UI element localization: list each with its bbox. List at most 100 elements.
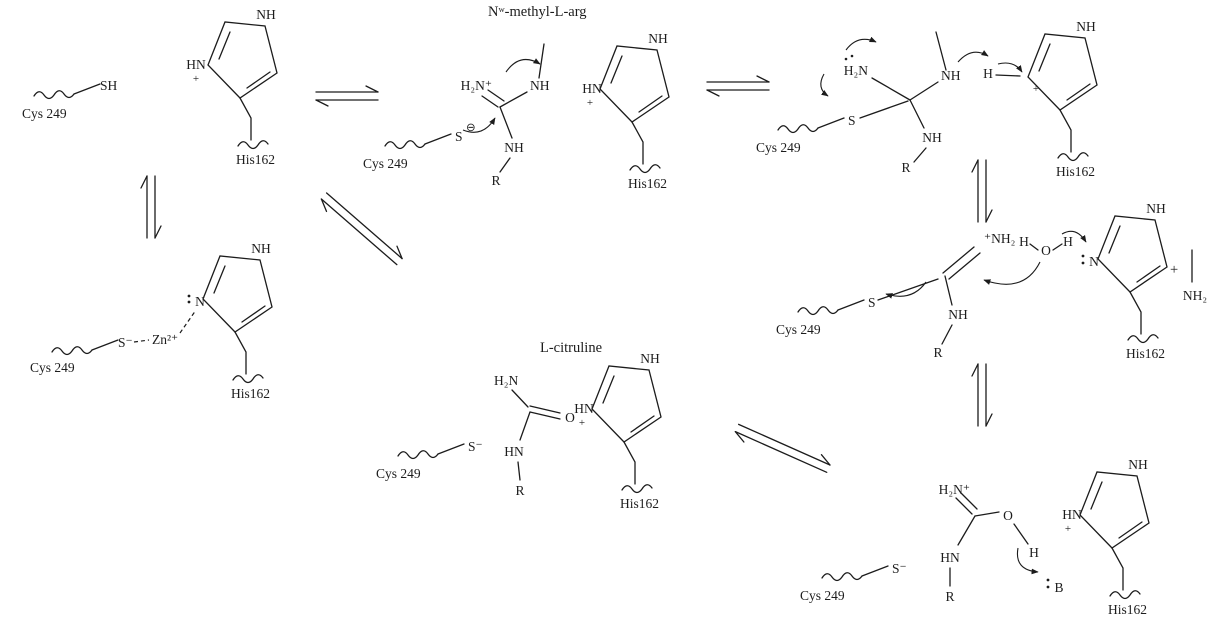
his162-label: His162 bbox=[231, 386, 270, 401]
h2n-label: H₂N bbox=[494, 373, 518, 388]
cys249-label: Cys 249 bbox=[800, 588, 845, 603]
c-n-bond bbox=[499, 106, 513, 139]
methyl-bond bbox=[538, 43, 545, 79]
s-c-bond bbox=[877, 278, 939, 301]
his162-label: His162 bbox=[1126, 346, 1165, 361]
c-n-bond bbox=[519, 411, 531, 441]
ring-n-label: N bbox=[1089, 254, 1099, 269]
substrate-title: Nʷ-methyl-L-arg bbox=[488, 4, 587, 20]
c-n-double-bond bbox=[942, 246, 975, 274]
ring-n-label: N bbox=[195, 294, 205, 309]
h-n-bond bbox=[995, 74, 1021, 77]
c-o-double-bond bbox=[529, 411, 561, 420]
c-o-bond bbox=[974, 511, 1000, 517]
o-h-bond bbox=[1029, 243, 1039, 251]
his-imidazole-ring bbox=[591, 365, 662, 494]
ring-nh-label: NH bbox=[251, 241, 271, 256]
ring-nh-label: NH bbox=[1128, 457, 1148, 472]
ring-hn-label: HN bbox=[574, 401, 594, 416]
lone-pair-dot bbox=[1046, 578, 1050, 582]
r-group-label: R bbox=[491, 173, 500, 188]
methyl-bond bbox=[935, 31, 947, 71]
water-o-label: O bbox=[1041, 243, 1051, 258]
equilibrium-arrow-5 bbox=[971, 159, 993, 223]
h2n-label: H₂N bbox=[844, 63, 868, 78]
sulfur-label: S bbox=[455, 129, 463, 144]
methylamine-nh2-label: NH₂ bbox=[1183, 288, 1207, 303]
thiolate-label: S⁻ bbox=[892, 561, 907, 576]
s-c-bond bbox=[859, 100, 909, 119]
cys249-label: Cys 249 bbox=[756, 140, 801, 155]
nh-label: NH bbox=[922, 130, 942, 145]
cys249-label: Cys 249 bbox=[363, 156, 408, 171]
cys-squiggle bbox=[777, 117, 845, 134]
c-n-bond bbox=[957, 515, 976, 546]
base-label: B bbox=[1054, 580, 1063, 595]
state-substrate-attack: Nʷ-methyl-L-arg S ⊖ Cys 249 H₂N⁺ NH NH R… bbox=[363, 4, 670, 191]
r-group-label: R bbox=[945, 589, 954, 604]
ring-hn-label: HN bbox=[582, 81, 602, 96]
c-n-double-bond bbox=[481, 95, 499, 108]
water-h-label: H bbox=[1019, 234, 1029, 249]
oxygen-label: O bbox=[1003, 508, 1013, 523]
c-n-double-bond bbox=[955, 497, 973, 515]
h2n-plus-label: H₂N⁺ bbox=[461, 78, 492, 93]
state-thiol-imidazolium: SH Cys 249 NH HN + His162 bbox=[22, 7, 278, 167]
his-imidazole-ring bbox=[207, 21, 278, 150]
equilibrium-arrow-3 bbox=[140, 175, 162, 239]
his162-label: His162 bbox=[1108, 602, 1147, 617]
h-label: H bbox=[1029, 545, 1039, 560]
lone-pair-dot bbox=[844, 57, 848, 61]
n-r-bond bbox=[499, 157, 511, 173]
ring-plus-charge: + bbox=[587, 97, 593, 109]
mech-arrow bbox=[1061, 230, 1087, 243]
ring-nh-label: NH bbox=[648, 31, 668, 46]
ring-nh-label: NH bbox=[256, 7, 276, 22]
zn-n-coordination-bond bbox=[179, 309, 197, 334]
n-r-bond bbox=[517, 461, 521, 481]
c-o-double-bond bbox=[529, 405, 561, 414]
his-imidazole-ring bbox=[1079, 471, 1150, 600]
ring-hn-label: HN bbox=[1062, 507, 1082, 522]
mech-arrow bbox=[957, 50, 989, 63]
water-h-label: H bbox=[1063, 234, 1073, 249]
plus-sign: + bbox=[1170, 262, 1178, 278]
cys-squiggle bbox=[33, 83, 101, 100]
state-tetrahedral-intermediate: S Cys 249 H₂N NH H NH R + NH His162 bbox=[756, 19, 1098, 179]
c-n-bond bbox=[499, 91, 528, 108]
his-imidazole-ring bbox=[599, 45, 670, 174]
product-title: L-citruline bbox=[540, 340, 602, 356]
h2n-plus-label: H₂N⁺ bbox=[939, 482, 970, 497]
state-citrulline-product: L-citruline S⁻ Cys 249 H₂N O HN R HN + N… bbox=[376, 340, 662, 511]
s-zn-coordination-bond bbox=[133, 339, 150, 343]
mech-arrow bbox=[885, 281, 927, 299]
equilibrium-arrow-2 bbox=[706, 75, 770, 97]
ring-plus-charge: + bbox=[193, 73, 199, 85]
thiol-label: SH bbox=[100, 78, 118, 93]
cys249-label: Cys 249 bbox=[30, 360, 75, 375]
lone-pair-dot bbox=[187, 294, 191, 298]
his162-label: His162 bbox=[628, 176, 667, 191]
state-zinc-complex: S⁻ Cys 249 Zn²⁺ N NH His162 bbox=[30, 241, 273, 401]
equilibrium-arrow-7 bbox=[732, 418, 834, 479]
cys249-label: Cys 249 bbox=[776, 322, 821, 337]
lone-pair-dot bbox=[1081, 254, 1085, 258]
state-oxy-intermediate-base: S⁻ Cys 249 H₂N⁺ O H B HN R HN + NH His16… bbox=[800, 457, 1150, 617]
his162-label: His162 bbox=[1056, 164, 1095, 179]
thiolate-label: S⁻ bbox=[468, 439, 483, 454]
methyl-nh-label: NH bbox=[530, 78, 550, 93]
c-n-bond bbox=[871, 77, 911, 101]
ring-plus-charge: + bbox=[1033, 83, 1039, 95]
mech-arrow bbox=[845, 36, 877, 51]
his-imidazole-ring bbox=[1027, 33, 1098, 162]
c-n-double-bond bbox=[948, 252, 981, 280]
carbonyl-o-label: O bbox=[565, 410, 575, 425]
lone-pair-dot bbox=[850, 54, 854, 58]
lone-pair-dot bbox=[1081, 261, 1085, 265]
nh-label: NH bbox=[948, 307, 968, 322]
mech-arrow bbox=[997, 62, 1023, 73]
mech-arrow bbox=[462, 117, 496, 133]
c-n-double-bond bbox=[960, 492, 978, 510]
sulfur-label: S bbox=[848, 113, 856, 128]
